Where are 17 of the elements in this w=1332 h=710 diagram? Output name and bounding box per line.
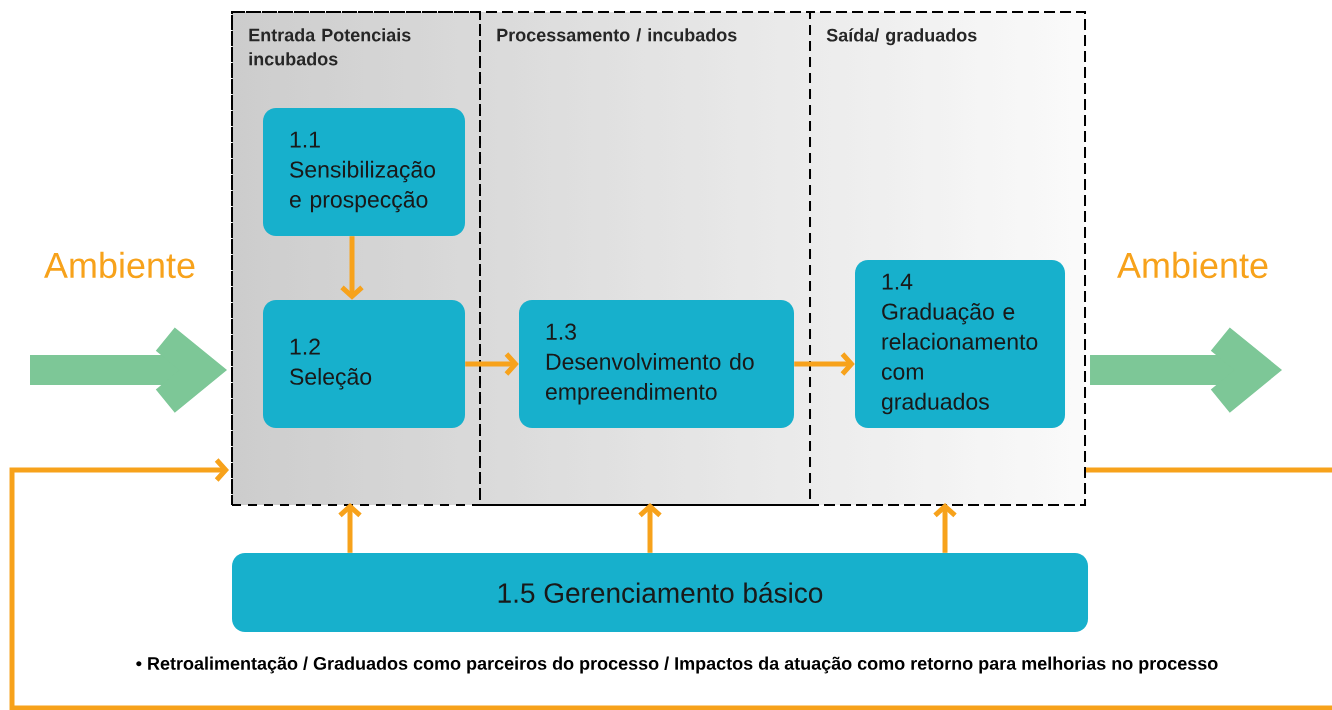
arrow: [638, 503, 662, 553]
feedback-arrow: [9, 458, 1332, 710]
arrow: [933, 503, 957, 553]
environment-label: Ambiente: [44, 251, 195, 279]
note-text: • Retroalimentação / Graduados como parceiros do processo / Impactos da atuação como retorno para melhorias no processo: [136, 656, 1218, 674]
process-box: 1.1 Sensibilização e prospecção: [263, 108, 465, 236]
process-box: 1.2 Seleção: [263, 300, 465, 428]
process-box: 1.4 Graduação e relacionamento com graduados: [855, 260, 1065, 428]
arrow: [465, 352, 519, 376]
process-box: 1.5 Gerenciamento básico: [232, 553, 1088, 632]
environment-label: Ambiente: [1117, 251, 1268, 279]
chevron-arrow: [30, 327, 227, 413]
arrow: [338, 503, 362, 553]
process-box: 1.3 Desenvolvimento do empreendimento: [519, 300, 794, 428]
arrow: [794, 352, 855, 376]
chevron-arrow: [1090, 327, 1282, 413]
arrow: [340, 236, 364, 300]
